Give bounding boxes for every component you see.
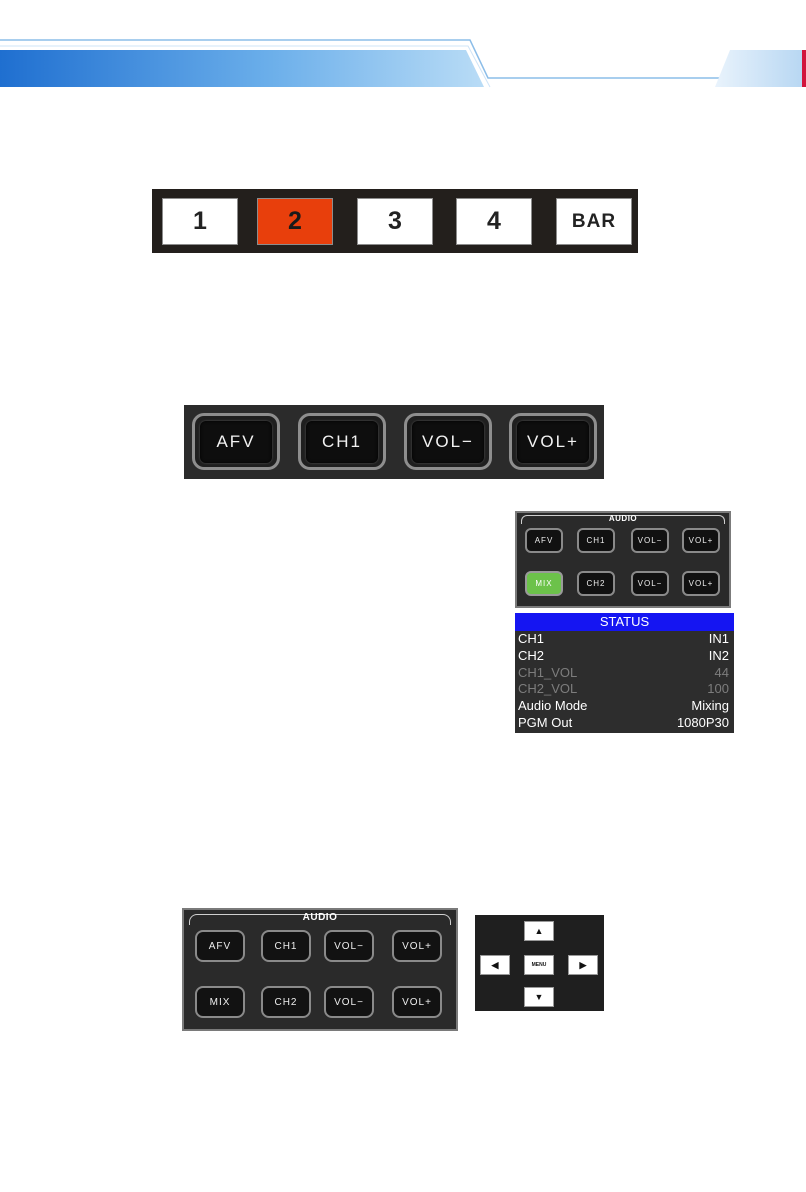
status-label: Audio Mode xyxy=(518,698,587,715)
status-row-ch2-vol: CH2_VOL 100 xyxy=(515,681,734,698)
status-row-pgm-out: PGM Out 1080P30 xyxy=(515,715,734,732)
bottom-ch2-button[interactable]: CH2 xyxy=(261,986,311,1018)
audio-panel-small: AUDIO AFV CH1 VOL− VOL+ MIX CH2 VOL− VOL… xyxy=(515,511,731,608)
small-afv-button[interactable]: AFV xyxy=(525,528,563,553)
afv-label: AFV xyxy=(200,421,272,463)
afv-button[interactable]: AFV xyxy=(192,413,280,470)
ch1-label: CH1 xyxy=(306,421,378,463)
status-row-audio-mode: Audio Mode Mixing xyxy=(515,698,734,715)
source-button-2[interactable]: 2 xyxy=(257,198,333,245)
right-arrow-icon[interactable]: ▶ xyxy=(568,955,598,975)
bottom-mix-button[interactable]: MIX xyxy=(195,986,245,1018)
status-label: CH2_VOL xyxy=(518,681,577,698)
menu-button[interactable]: MENU xyxy=(524,955,554,975)
status-label: CH2 xyxy=(518,648,544,665)
bottom-ch2-vol-down-button[interactable]: VOL− xyxy=(324,986,374,1018)
source-button-1[interactable]: 1 xyxy=(162,198,238,245)
status-display: STATUS CH1 IN1 CH2 IN2 CH1_VOL 44 CH2_VOL 10… xyxy=(515,613,734,733)
source-button-4[interactable]: 4 xyxy=(456,198,532,245)
left-arrow-icon[interactable]: ◀ xyxy=(480,955,510,975)
status-row-ch2: CH2 IN2 xyxy=(515,648,734,665)
status-label: CH1 xyxy=(518,631,544,648)
status-value: Mixing xyxy=(691,698,729,715)
preview-source-panel: 1 2 3 4 BAR xyxy=(152,189,638,253)
status-value: IN1 xyxy=(709,631,729,648)
status-row-ch1: CH1 IN1 xyxy=(515,631,734,648)
status-value: 1080P30 xyxy=(677,715,729,732)
small-ch2-vol-up-button[interactable]: VOL+ xyxy=(682,571,720,596)
vol-down-label: VOL− xyxy=(412,421,484,463)
audio-panel-title: AUDIO xyxy=(190,912,450,923)
source-button-3[interactable]: 3 xyxy=(357,198,433,245)
bottom-ch1-vol-down-button[interactable]: VOL− xyxy=(324,930,374,962)
status-label: CH1_VOL xyxy=(518,665,577,682)
audio-panel-title: AUDIO xyxy=(522,514,724,523)
small-ch2-vol-down-button[interactable]: VOL− xyxy=(631,571,669,596)
bottom-afv-button[interactable]: AFV xyxy=(195,930,245,962)
small-ch1-button[interactable]: CH1 xyxy=(577,528,615,553)
bottom-ch2-vol-up-button[interactable]: VOL+ xyxy=(392,986,442,1018)
status-row-ch1-vol: CH1_VOL 44 xyxy=(515,665,734,682)
header-banner xyxy=(0,0,806,92)
status-title: STATUS xyxy=(515,613,734,631)
navigation-pad: ▲ ◀ MENU ▶ ▼ xyxy=(475,915,604,1011)
status-value: IN2 xyxy=(709,648,729,665)
small-ch1-vol-up-button[interactable]: VOL+ xyxy=(682,528,720,553)
bottom-ch1-vol-up-button[interactable]: VOL+ xyxy=(392,930,442,962)
audio-panel-bottom: AUDIO AFV CH1 VOL− VOL+ MIX CH2 VOL− VOL… xyxy=(182,908,458,1031)
down-arrow-icon[interactable]: ▼ xyxy=(524,987,554,1007)
vol-up-button[interactable]: VOL+ xyxy=(509,413,597,470)
status-label: PGM Out xyxy=(518,715,572,732)
source-button-bar[interactable]: BAR xyxy=(556,198,632,245)
ch1-button[interactable]: CH1 xyxy=(298,413,386,470)
vol-down-button[interactable]: VOL− xyxy=(404,413,492,470)
audio-button-row: AFV CH1 VOL− VOL+ xyxy=(184,405,604,479)
status-value: 100 xyxy=(707,681,729,698)
vol-up-label: VOL+ xyxy=(517,421,589,463)
audio-panel-header: AUDIO xyxy=(521,515,725,524)
small-ch2-button[interactable]: CH2 xyxy=(577,571,615,596)
audio-panel-header: AUDIO xyxy=(189,914,451,925)
small-ch1-vol-down-button[interactable]: VOL− xyxy=(631,528,669,553)
up-arrow-icon[interactable]: ▲ xyxy=(524,921,554,941)
bottom-ch1-button[interactable]: CH1 xyxy=(261,930,311,962)
status-value: 44 xyxy=(715,665,729,682)
small-mix-button[interactable]: MIX xyxy=(525,571,563,596)
